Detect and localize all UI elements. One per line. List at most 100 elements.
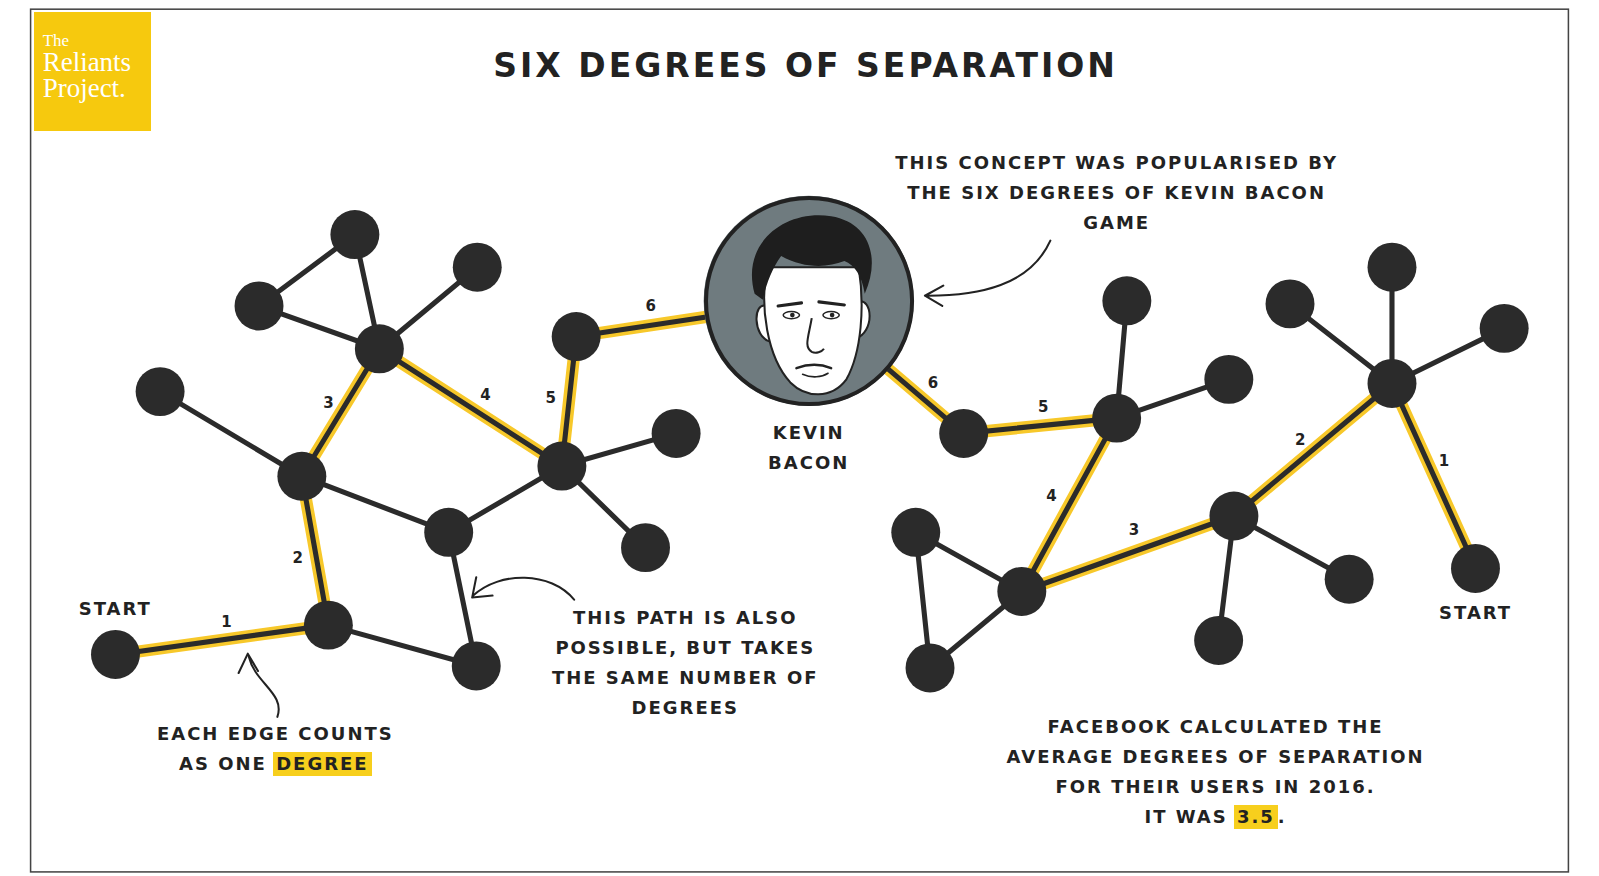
start-label: START: [79, 594, 152, 624]
degree-number-wrap: 4: [1046, 487, 1056, 505]
degree-number-wrap: 3: [323, 394, 333, 412]
portrait-eye: [823, 312, 839, 319]
network-dot: [304, 601, 353, 650]
network-dot: [1204, 355, 1253, 404]
degree-number: 3: [323, 394, 333, 412]
callout-text: EACH EDGE COUNTS AS ONEDEGREE: [145, 719, 405, 779]
degree-number-wrap: 5: [1038, 398, 1048, 416]
highlighted-word: 3.5: [1234, 805, 1278, 829]
network-dot: [891, 508, 940, 557]
callout-row: IT WAS 3.5.: [993, 802, 1438, 832]
start-label: START: [1439, 598, 1512, 628]
degree-number-wrap: 2: [1295, 431, 1305, 449]
portrait-nose: [807, 318, 824, 352]
degree-number: 5: [1038, 398, 1048, 416]
start-node: START: [91, 630, 140, 679]
callout-row: THIS CONCEPT WAS POPULARISED BY THE SIX …: [894, 148, 1339, 238]
network-dot: [537, 442, 586, 491]
degree-number: 3: [1129, 521, 1139, 539]
leader-arrow: [925, 241, 1050, 306]
degree-number-wrap: 1: [1439, 452, 1449, 470]
degree-number-wrap: 4: [480, 386, 490, 404]
network-dot: [1102, 276, 1151, 325]
network-dot: [424, 508, 473, 557]
portrait-pupil: [830, 313, 835, 318]
network-dot: [652, 409, 701, 458]
start-dot-shape: [1451, 544, 1500, 593]
degree-number-wrap: 2: [293, 549, 303, 567]
network-dot: [235, 281, 284, 330]
portrait-name: KEVIN BACON: [754, 418, 864, 478]
network-dot: [939, 409, 988, 458]
degree-number: 1: [1439, 452, 1449, 470]
start-dot: [1451, 544, 1500, 593]
network-dot: [621, 523, 670, 572]
network-dot: [906, 643, 955, 692]
leader-arrow: [239, 654, 279, 717]
logo-text: Reliants Project.: [43, 49, 144, 101]
callout-text: FACEBOOK CALCULATED THE AVERAGE DEGREES …: [993, 712, 1438, 832]
degree-number-wrap: 6: [645, 297, 655, 315]
portrait-mouth: [796, 365, 831, 368]
start-dot: [91, 630, 140, 679]
degree-number-wrap: 3: [1129, 521, 1139, 539]
network-dot: [552, 312, 601, 361]
network-dot: [452, 641, 501, 690]
network-dot: [1368, 359, 1417, 408]
start-node: START: [1451, 544, 1500, 593]
callout-words: .: [1278, 806, 1287, 827]
logo-text: The: [43, 32, 144, 49]
node-label-wrap: START: [1439, 598, 1512, 628]
network-dot: [355, 324, 404, 373]
node-label-wrap: START: [79, 594, 152, 624]
network-dot: [1266, 279, 1315, 328]
portrait-ring: [706, 198, 912, 404]
portrait-outline: [704, 196, 914, 406]
page-frame: [31, 9, 1569, 872]
network-dot: [1092, 394, 1141, 443]
portrait-face: [764, 267, 861, 394]
degree-number: 6: [928, 374, 938, 392]
degree-number: 2: [1295, 431, 1305, 449]
portrait-ground: [704, 196, 914, 406]
network-dot: [997, 567, 1046, 616]
start-dot-shape: [91, 630, 140, 679]
diagram-title: SIX DEGREES OF SEPARATION: [493, 44, 1118, 88]
degree-number: 4: [480, 386, 490, 404]
callout-words: IT WAS: [1144, 806, 1227, 827]
degree-number: 6: [645, 297, 655, 315]
network-dot: [1480, 304, 1529, 353]
degree-number: 4: [1046, 487, 1056, 505]
callout-text: THIS CONCEPT WAS POPULARISED BY THE SIX …: [894, 148, 1339, 238]
portrait-brows: [778, 302, 844, 306]
degree-number-wrap: 5: [545, 389, 555, 407]
network-dot: [1325, 555, 1374, 604]
network-dot: [1209, 492, 1258, 541]
degree-number: 1: [221, 613, 231, 631]
title-wrap: SIX DEGREES OF SEPARATION: [493, 44, 1118, 88]
network-dot: [1194, 616, 1243, 665]
degree-number-wrap: 6: [928, 374, 938, 392]
portrait-eye: [783, 312, 799, 319]
network-dot: [277, 452, 326, 501]
callout-text: THIS PATH IS ALSO POSSIBLE, BUT TAKES TH…: [535, 603, 835, 723]
node-label-wrap: KEVIN BACON: [754, 418, 864, 478]
callout-row: THIS PATH IS ALSO POSSIBLE, BUT TAKES TH…: [535, 603, 835, 723]
leader-arrow: [472, 577, 574, 599]
callout-row: EACH EDGE COUNTS AS ONEDEGREE: [145, 719, 405, 779]
degree-number: 2: [293, 549, 303, 567]
portrait-node: KEVIN BACON: [704, 196, 914, 406]
network-dot: [136, 367, 185, 416]
network-dot: [1368, 243, 1417, 292]
network-dot: [330, 210, 379, 259]
callout-words: FACEBOOK CALCULATED THE AVERAGE DEGREES …: [1007, 716, 1425, 797]
degree-number: 5: [545, 389, 555, 407]
portrait-pupil: [790, 313, 795, 318]
logo-box: TheReliants Project.: [34, 12, 151, 130]
network-edges: [115, 235, 1504, 668]
portrait-hair: [752, 215, 872, 300]
portrait-lip: [803, 373, 828, 377]
callout-words: THIS CONCEPT WAS POPULARISED BY THE SIX …: [895, 152, 1338, 233]
network-dot: [453, 243, 502, 292]
